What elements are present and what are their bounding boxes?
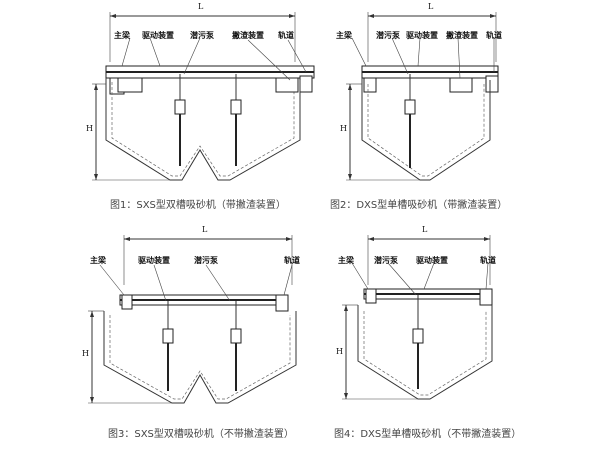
fig2-label-skim: 撇渣装置 — [446, 30, 478, 40]
fig4-dim-L: L — [422, 225, 428, 234]
fig3-label-pump: 潜污泵 — [194, 255, 218, 265]
figure-3: L H 主梁 驱动装置 潜污泵 轨道 图3：SXS型双槽吸砂机（不带撇渣装置） — [0, 225, 300, 450]
fig3-dim-H: H — [82, 349, 89, 358]
fig3-dim-L: L — [202, 225, 208, 234]
fig4-label-drive: 驱动装置 — [416, 255, 448, 265]
fig2-caption: 图2：DXS型单槽吸砂机（带撇渣装置） — [330, 200, 508, 211]
fig4-label-rail: 轨道 — [480, 255, 496, 265]
fig2-dim-L: L — [428, 2, 434, 11]
fig2-label-pump: 潜污泵 — [376, 30, 400, 40]
fig4-label-beam: 主梁 — [338, 255, 354, 265]
figure-2: L H 主梁 潜污泵 驱动装置 撇渣装置 轨道 图2：DXS型单槽吸砂机（带撇渣… — [300, 0, 600, 215]
fig1-label-drive: 驱动装置 — [142, 30, 174, 40]
fig3-label-rail: 轨道 — [284, 255, 300, 265]
fig4-dim-H: H — [336, 347, 343, 356]
fig1-label-rail: 轨道 — [278, 30, 294, 40]
figure-1: L H 主梁 驱动装置 潜污泵 撇渣装置 轨道 图1：SXS型双槽吸砂机（带撇渣… — [0, 0, 315, 215]
fig1-dim-L: L — [198, 2, 204, 11]
fig4-label-pump: 潜污泵 — [374, 255, 398, 265]
figure-4: L H 主梁 潜污泵 驱动装置 轨道 图4：DXS型单槽吸砂机（不带撇渣装置） — [300, 225, 600, 450]
fig1-dim-H: H — [86, 124, 93, 133]
fig2-label-beam: 主梁 — [336, 30, 352, 40]
fig2-dim-H: H — [340, 124, 347, 133]
fig3-label-drive: 驱动装置 — [138, 255, 170, 265]
fig2-label-rail: 轨道 — [486, 30, 502, 40]
fig3-label-beam: 主梁 — [90, 255, 106, 265]
fig1-label-skim: 撇渣装置 — [232, 30, 264, 40]
fig1-label-pump: 潜污泵 — [190, 30, 214, 40]
fig2-label-drive: 驱动装置 — [406, 30, 438, 40]
figure-4-drawing — [342, 235, 493, 400]
figure-3-drawing — [88, 235, 297, 404]
fig1-label-beam: 主梁 — [114, 30, 130, 40]
fig1-caption: 图1：SXS型双槽吸砂机（带撇渣装置） — [110, 200, 286, 211]
fig3-caption: 图3：SXS型双槽吸砂机（不带撇渣装置） — [108, 429, 294, 440]
figure-1-drawing — [92, 12, 315, 181]
fig4-caption: 图4：DXS型单槽吸砂机（不带撇渣装置） — [334, 429, 522, 440]
figure-2-drawing — [346, 12, 499, 181]
